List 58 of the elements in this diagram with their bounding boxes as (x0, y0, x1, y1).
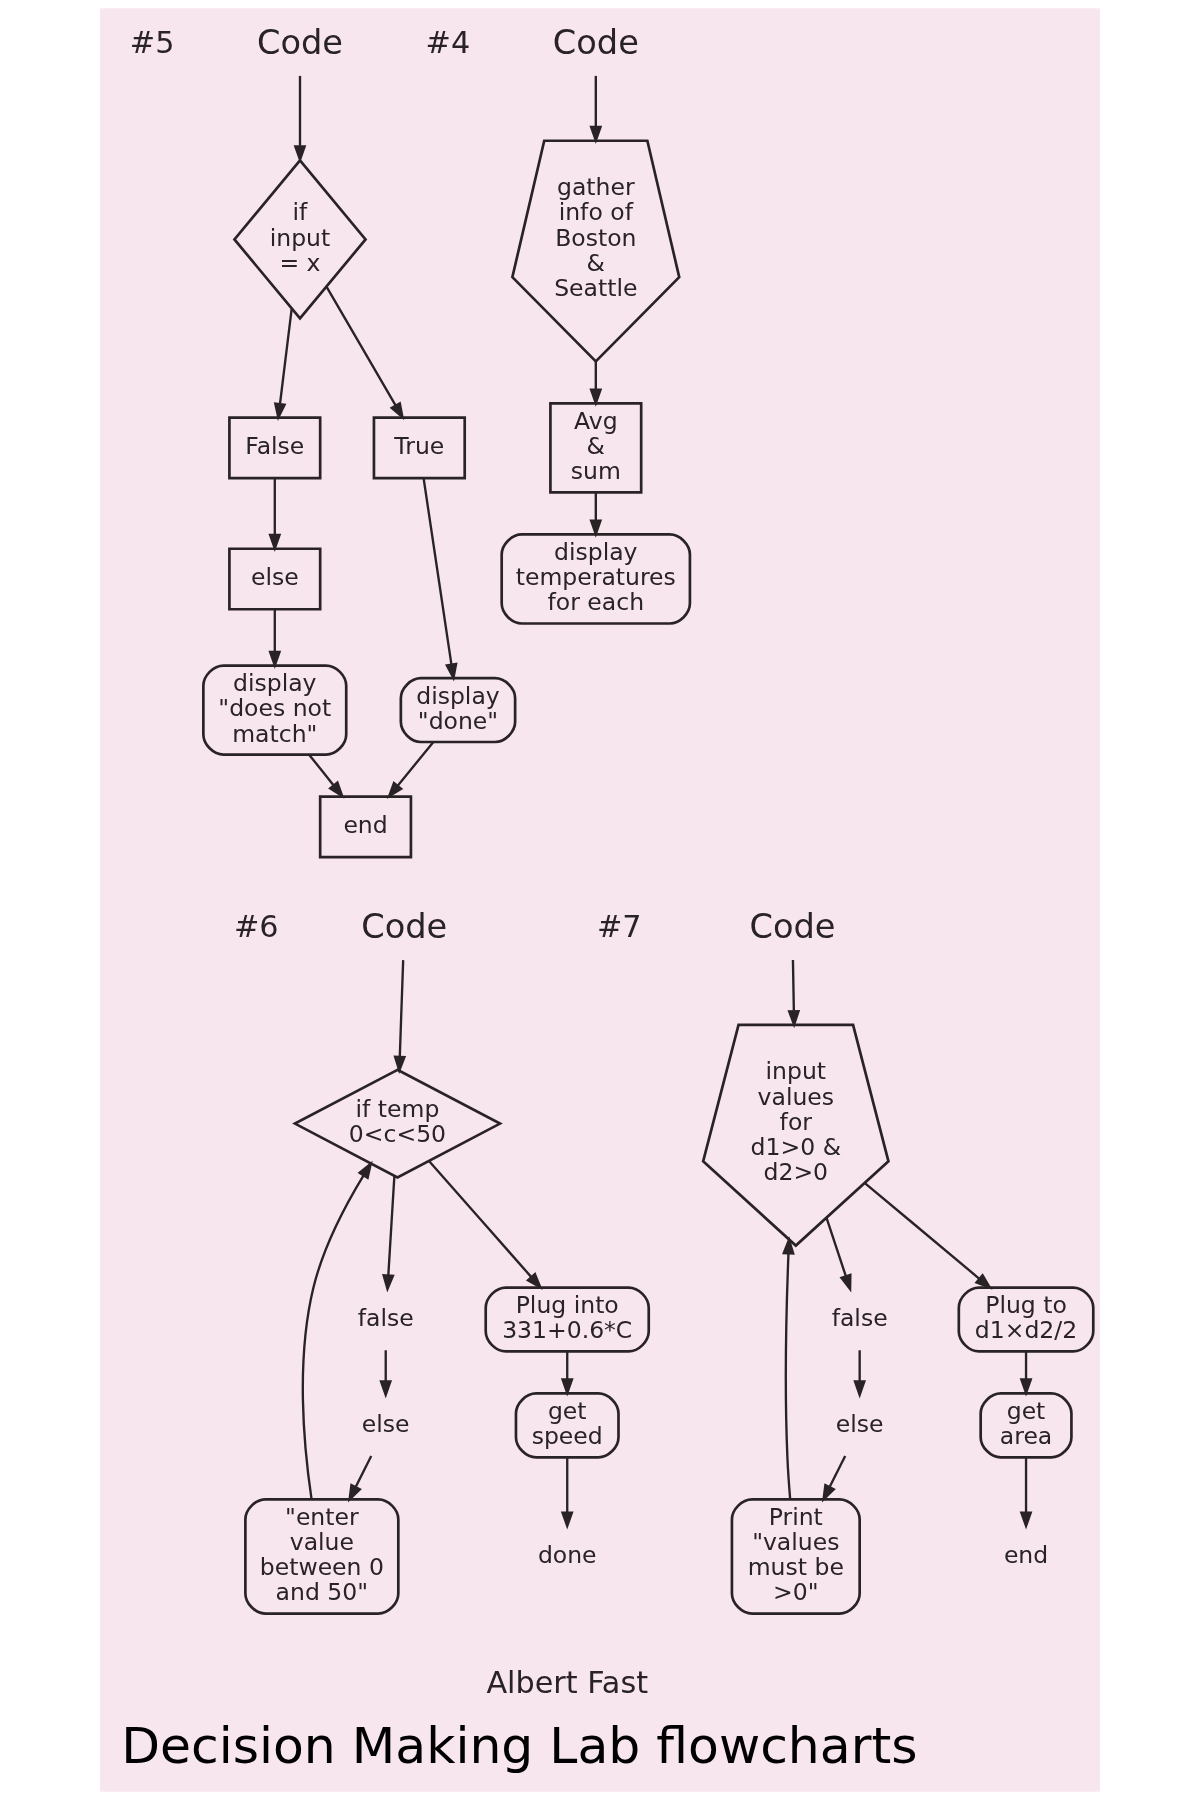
arrow (301, 1160, 373, 1500)
arrow (589, 75, 603, 144)
arrow (1019, 1351, 1033, 1397)
arrow (268, 609, 282, 670)
node-diamond: if input = x (232, 158, 368, 321)
arrow (560, 1457, 574, 1530)
node-box: else (228, 547, 322, 611)
diagram-title: Decision Making Lab flowcharts (121, 1716, 918, 1776)
node-text: false (831, 1303, 888, 1332)
arrow (428, 1160, 543, 1290)
arrow (273, 308, 293, 421)
node-text: Code (552, 22, 639, 62)
arrow (782, 1236, 795, 1500)
arrow (589, 492, 603, 538)
arrow (386, 741, 435, 800)
arrow (293, 75, 307, 164)
arrow (560, 1351, 574, 1397)
arrow (1019, 1457, 1033, 1530)
label: #6 (234, 908, 279, 944)
arrow (268, 478, 282, 552)
arrow (379, 1350, 393, 1399)
arrow (382, 1175, 396, 1293)
arrow (589, 361, 603, 407)
label: #5 (129, 24, 175, 60)
node-box: True (372, 416, 467, 480)
arrow (422, 478, 458, 682)
arrow (348, 1455, 373, 1503)
node-box: get speed (514, 1392, 620, 1459)
node-text: Code (361, 906, 448, 946)
node-text: else (835, 1409, 884, 1438)
arrow (821, 1455, 847, 1503)
node-text: end (1003, 1540, 1049, 1569)
node-text: else (361, 1409, 410, 1438)
node-text: Code (256, 22, 344, 62)
node-box: Print "values must be >0" (730, 1497, 861, 1615)
node-box: Plug to d1×d2/2 (957, 1286, 1095, 1353)
node-box: Avg & sum (549, 402, 643, 494)
label: #4 (425, 24, 471, 60)
node-text: done (537, 1540, 597, 1569)
label: Albert Fast (486, 1665, 649, 1701)
arrow (787, 960, 801, 1029)
node-box: Plug into 331+0.6*C (484, 1286, 651, 1353)
node-text: Code (749, 906, 836, 946)
arrow (325, 286, 405, 421)
arrow (825, 1217, 852, 1293)
arrow (308, 753, 345, 799)
node-box: get area (979, 1392, 1073, 1459)
node-box: False (228, 416, 322, 480)
node-text: false (357, 1303, 414, 1332)
arrow (864, 1182, 993, 1290)
node-box: end (318, 795, 413, 859)
node-box: display temperatures for each (500, 533, 692, 625)
label: #7 (597, 908, 642, 944)
node-box: "enter value between 0 and 50" (244, 1497, 400, 1615)
node-box: display "done" (399, 676, 517, 744)
arrow (853, 1350, 867, 1399)
arrow (393, 960, 407, 1074)
node-box: display "does not match" (202, 664, 348, 756)
